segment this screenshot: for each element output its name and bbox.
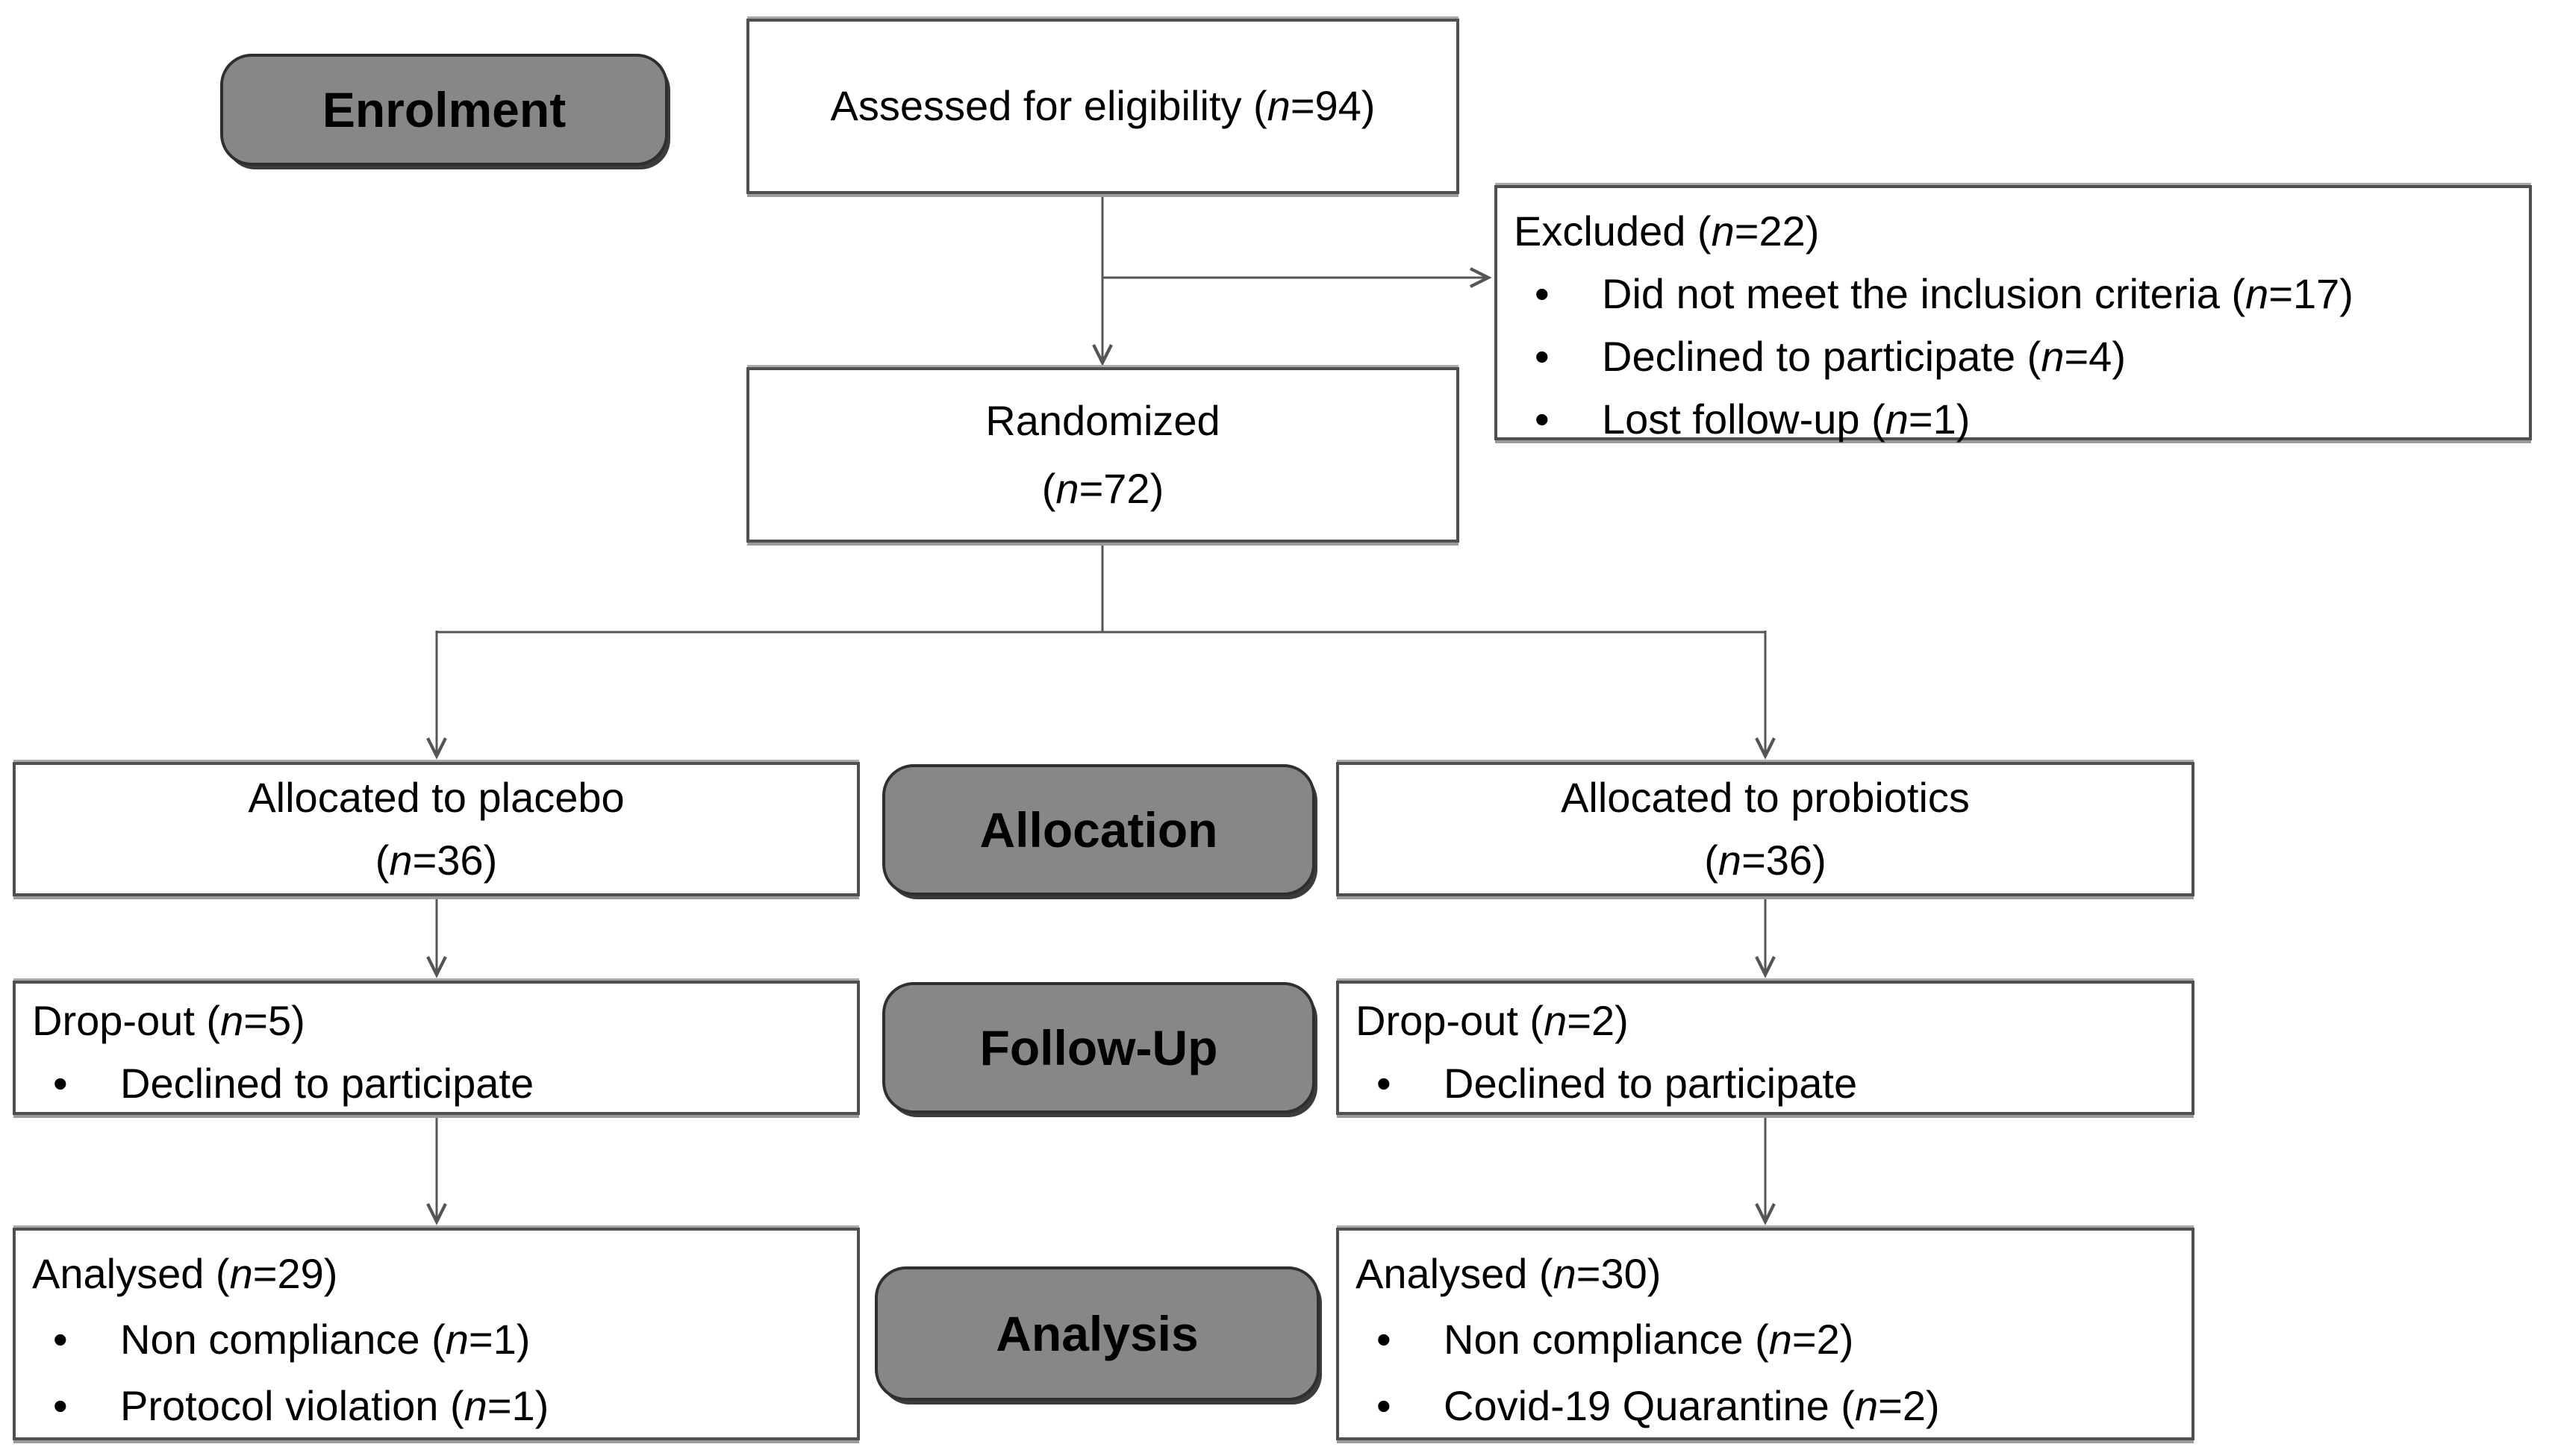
excluded-bullet-list: Did not meet the inclusion criteria (n=1… <box>1514 263 2509 451</box>
dropout-placebo-bullet-list: Declined to participate <box>32 1052 837 1115</box>
allocated-probiotics-box: Allocated to probiotics (n=36) <box>1336 762 2194 896</box>
analysed-probiotics-box: Analysed (n=30) Non compliance (n=2) Cov… <box>1336 1228 2194 1440</box>
bullet-item: Non compliance (n=2) <box>1356 1307 2172 1373</box>
bullet-item: Lost follow-up (n=1) <box>1514 388 2509 451</box>
randomized-line2: (n=72) <box>1041 464 1164 512</box>
randomized-box: Randomized (n=72) <box>746 367 1459 543</box>
phase-label-analysis: Analysis <box>875 1266 1320 1401</box>
dropout-placebo-box: Drop-out (n=5) Declined to participate <box>13 981 860 1115</box>
allocated-probiotics-line1: Allocated to probiotics <box>1561 774 1970 821</box>
assessed-text: Assessed for eligibility (n=94) <box>830 82 1376 130</box>
dropout-probiotics-bullet-list: Declined to participate <box>1356 1052 2172 1115</box>
analysed-placebo-box: Analysed (n=29) Non compliance (n=1) Pro… <box>13 1228 860 1440</box>
phase-label-allocation: Allocation <box>882 764 1315 896</box>
bullet-item: Non compliance (n=1) <box>32 1307 837 1373</box>
allocated-placebo-line1: Allocated to placebo <box>248 774 625 821</box>
assessed-box: Assessed for eligibility (n=94) <box>746 19 1459 194</box>
bullet-item: Declined to participate <box>1356 1052 2172 1115</box>
analysed-placebo-title: Analysed (n=29) <box>32 1250 338 1297</box>
excluded-title: Excluded (n=22) <box>1514 207 1820 254</box>
bullet-item: Covid-19 Quarantine (n=2) <box>1356 1373 2172 1440</box>
dropout-placebo-title: Drop-out (n=5) <box>32 997 305 1044</box>
phase-label-enrolment: Enrolment <box>220 54 668 166</box>
bullet-item: Protocol violation (n=1) <box>32 1373 837 1440</box>
allocated-placebo-line2: (n=36) <box>375 837 498 884</box>
dropout-probiotics-title: Drop-out (n=2) <box>1356 997 1629 1044</box>
bullet-item: Declined to participate (n=4) <box>1514 325 2509 388</box>
excluded-box: Excluded (n=22) Did not meet the inclusi… <box>1494 185 2532 451</box>
dropout-probiotics-box: Drop-out (n=2) Declined to participate <box>1336 981 2194 1115</box>
bullet-item: Did not meet the inclusion criteria (n=1… <box>1514 263 2509 325</box>
analysed-placebo-bullet-list: Non compliance (n=1) Protocol violation … <box>32 1307 837 1439</box>
allocated-placebo-box: Allocated to placebo (n=36) <box>13 762 860 896</box>
bullet-item: Declined to participate <box>32 1052 837 1115</box>
phase-label-follow-up: Follow-Up <box>882 982 1315 1113</box>
allocated-probiotics-line2: (n=36) <box>1704 837 1826 884</box>
analysed-probiotics-bullet-list: Non compliance (n=2) Covid-19 Quarantine… <box>1356 1307 2172 1439</box>
analysed-probiotics-title: Analysed (n=30) <box>1356 1250 1662 1297</box>
randomized-line1: Randomized <box>985 396 1220 444</box>
